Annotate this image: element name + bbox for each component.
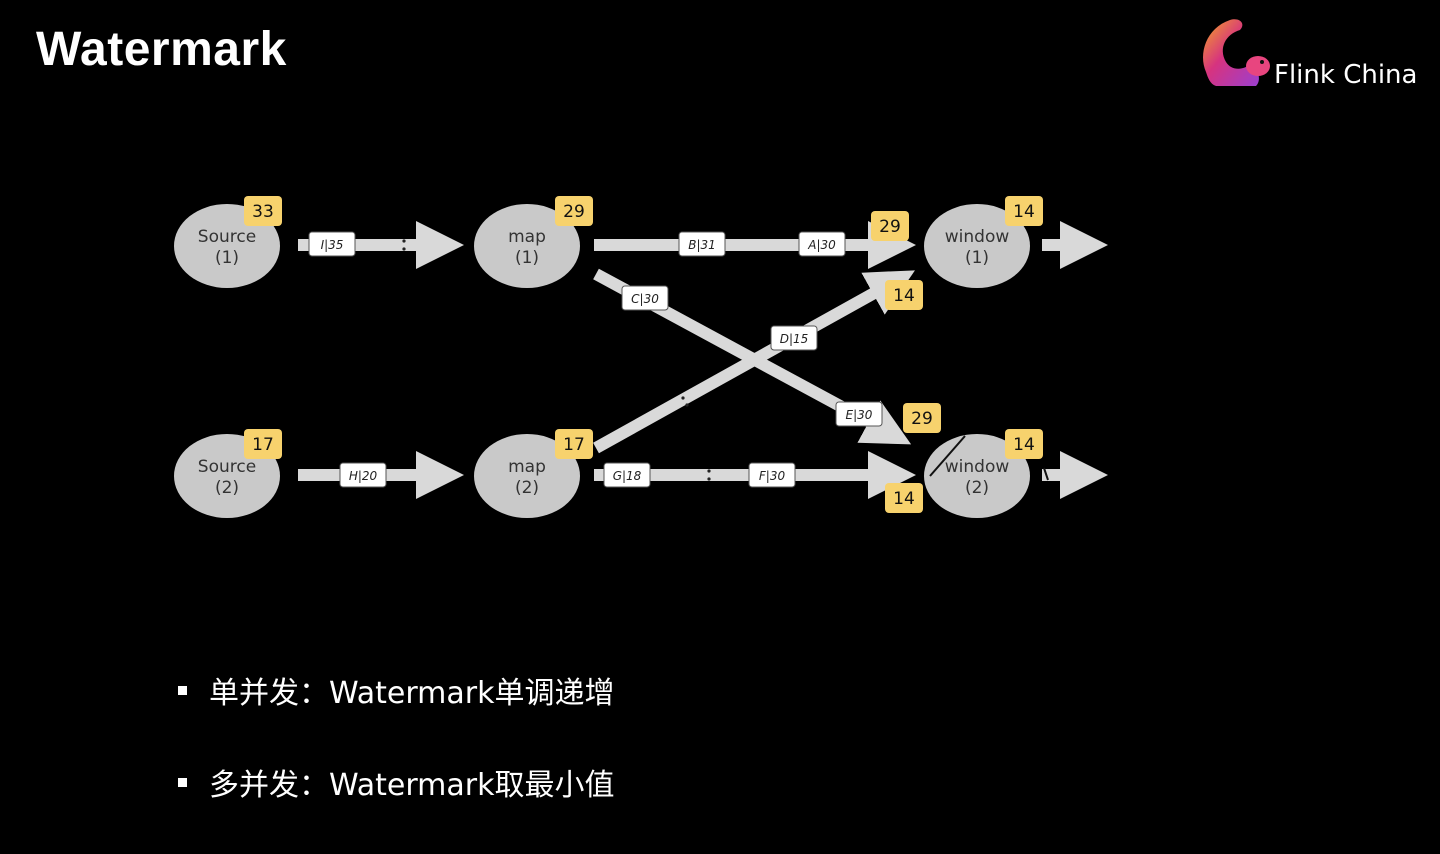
arrow-map2-window1 — [593, 270, 915, 454]
watermark-badge-window-2: 14 — [1005, 429, 1043, 459]
watermark-badge-window-1: 14 — [1005, 196, 1043, 226]
channel-watermark-map1-window2: 29 — [903, 403, 941, 433]
node-sublabel: (2) — [215, 478, 239, 498]
channel-watermark-map2-window1: 14 — [885, 280, 923, 310]
svg-text:B|31: B|31 — [688, 238, 716, 252]
event-box-f: F|30 — [748, 462, 796, 488]
node-window-2: window (2) — [924, 434, 1049, 518]
bullet-text: 单并发：Watermark单调递增 — [209, 676, 615, 711]
logo-text: Flink China — [1274, 60, 1418, 90]
svg-text:14: 14 — [1013, 202, 1035, 222]
watermark-badge-map-1: 29 — [555, 196, 593, 226]
event-box-g: G|18 — [603, 462, 651, 488]
event-box-c: C|30 — [621, 285, 669, 311]
watermark-badge-map-2: 17 — [555, 429, 593, 459]
svg-text:17: 17 — [563, 435, 585, 455]
svg-text:C|30: C|30 — [631, 292, 659, 306]
node-label: Source — [198, 227, 256, 247]
node-label: Source — [198, 457, 256, 477]
node-sublabel: (1) — [515, 248, 539, 268]
node-label: window — [945, 457, 1010, 477]
event-box-i: I|35 — [308, 231, 356, 257]
watermark-dataflow-diagram: Source (1) Source (2) map (1) map (2) wi… — [174, 196, 1108, 518]
event-box-a: A|30 — [798, 231, 846, 257]
flink-squirrel-logo — [1203, 19, 1270, 87]
bullet-list: 单并发：Watermark单调递增 多并发：Watermark取最小值 — [178, 670, 614, 854]
watermark-badge-source-1: 33 — [244, 196, 282, 226]
channel-watermark-map1-window1: 29 — [871, 211, 909, 241]
node-label: map — [508, 457, 546, 477]
svg-text:A|30: A|30 — [807, 238, 836, 252]
svg-text:14: 14 — [893, 489, 915, 509]
channel-watermark-map2-window2: 14 — [885, 483, 923, 513]
svg-text:E|30: E|30 — [846, 408, 873, 422]
event-box-e: E|30 — [835, 401, 883, 427]
node-window-1: window (1) — [924, 204, 1030, 288]
watermark-advance-mark — [929, 435, 966, 477]
bullet-item: 单并发：Watermark单调递增 — [178, 670, 615, 711]
bullet-item: 多并发：Watermark取最小值 — [178, 762, 615, 803]
ellipsis-marks — [402, 239, 711, 481]
node-label: map — [508, 227, 546, 247]
node-map-1: map (1) — [474, 204, 580, 288]
svg-text:I|35: I|35 — [321, 238, 344, 252]
slide-title: Watermark — [36, 23, 287, 76]
svg-text:29: 29 — [563, 202, 585, 222]
svg-text:G|18: G|18 — [613, 469, 642, 483]
node-sublabel: (1) — [965, 248, 989, 268]
event-box-d: D|15 — [770, 325, 818, 351]
svg-text:D|15: D|15 — [780, 332, 809, 346]
event-box-h: H|20 — [339, 462, 387, 488]
node-map-2: map (2) — [474, 434, 580, 518]
watermark-badge-source-2: 17 — [244, 429, 282, 459]
svg-text:14: 14 — [1013, 435, 1035, 455]
svg-text:17: 17 — [252, 435, 274, 455]
svg-text:H|20: H|20 — [349, 469, 378, 483]
svg-text:14: 14 — [893, 286, 915, 306]
svg-text:F|30: F|30 — [759, 469, 786, 483]
bullet-square-icon — [178, 777, 187, 787]
svg-text:33: 33 — [252, 202, 274, 222]
event-box-b: B|31 — [678, 231, 726, 257]
node-label: window — [945, 227, 1010, 247]
bullet-square-icon — [178, 685, 187, 695]
node-sublabel: (2) — [965, 478, 989, 498]
bullet-text: 多并发：Watermark取最小值 — [209, 768, 615, 803]
node-sublabel: (1) — [215, 248, 239, 268]
svg-text:29: 29 — [911, 409, 933, 429]
node-sublabel: (2) — [515, 478, 539, 498]
svg-text:29: 29 — [879, 217, 901, 237]
